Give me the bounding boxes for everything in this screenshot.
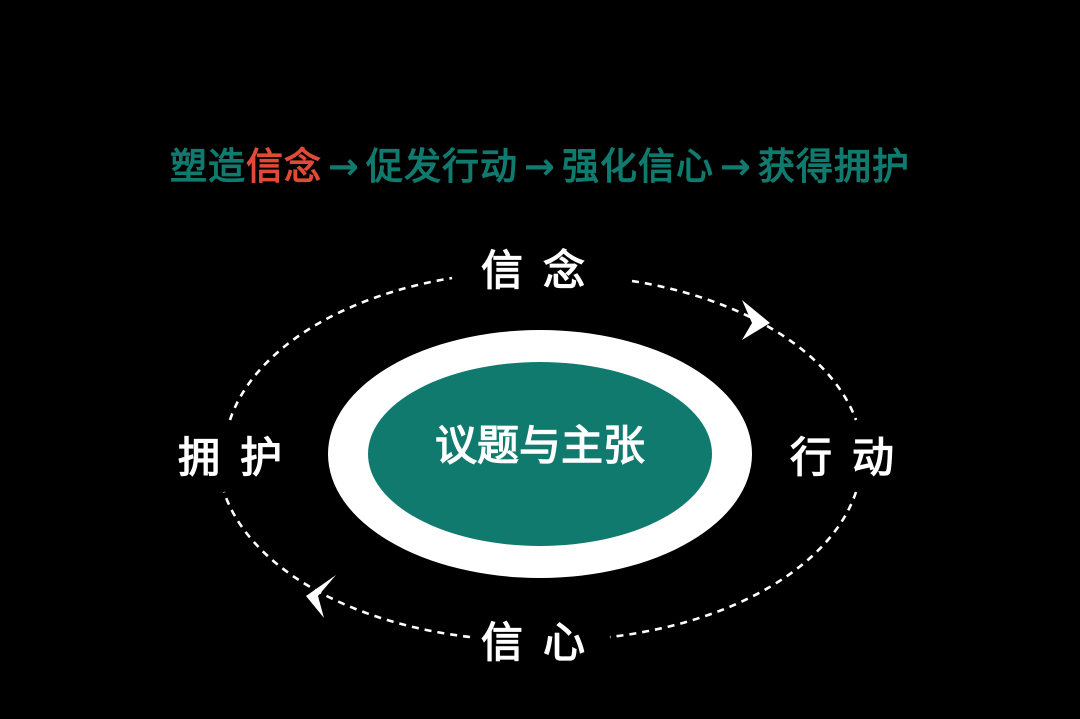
- headline-arrow-3: →: [720, 145, 753, 188]
- arc-bottom-left: [222, 491, 471, 639]
- arc-top-right: [631, 279, 858, 421]
- headline-part-belief: 信念: [245, 145, 322, 188]
- node-confidence: 信心: [481, 618, 606, 667]
- arrow-head-right-icon: [742, 300, 770, 340]
- headline-part-confidence: 强化信心: [562, 145, 714, 188]
- node-action: 行动: [790, 433, 915, 482]
- headline-arrow-1: →: [327, 145, 360, 188]
- arc-right-bottom: [609, 491, 858, 639]
- headline: 塑造信念→促发行动→强化信心→获得拥护: [0, 136, 1080, 190]
- center-core: [368, 362, 712, 546]
- headline-part-action: 促发行动: [365, 145, 518, 188]
- center-label: 议题与主张: [434, 421, 645, 470]
- node-support: 拥护: [178, 433, 303, 482]
- arrow-head-left-icon: [306, 575, 336, 618]
- node-belief: 信念: [481, 246, 606, 295]
- headline-part-support: 获得拥护: [758, 145, 911, 188]
- arc-left-top: [228, 276, 453, 421]
- headline-part-shape: 塑造: [169, 145, 246, 188]
- headline-arrow-2: →: [523, 145, 556, 188]
